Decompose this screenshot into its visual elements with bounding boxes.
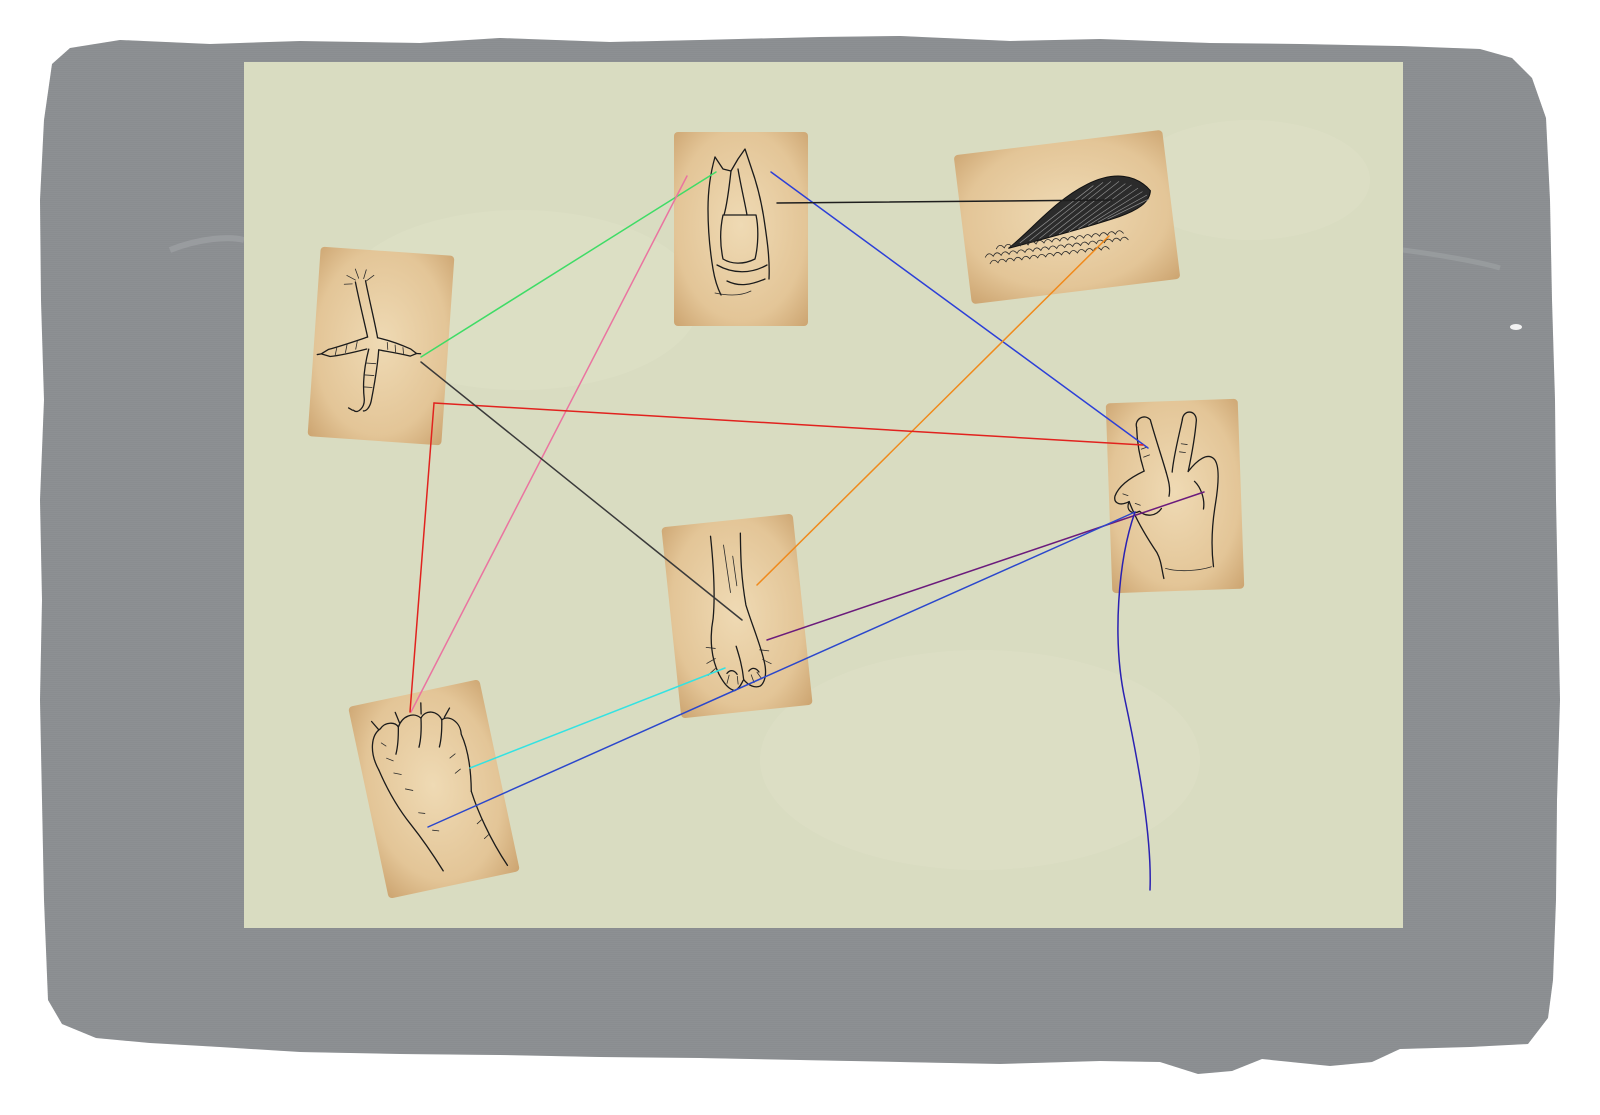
bird-foot-icon xyxy=(316,268,422,413)
string-green xyxy=(420,171,717,358)
hand-icon xyxy=(1114,411,1219,580)
string-pink xyxy=(410,175,688,713)
paw-icon xyxy=(370,702,509,872)
string-red-vertical xyxy=(409,402,435,713)
card-hand xyxy=(1105,398,1245,594)
strings xyxy=(409,171,1205,891)
string-cyan xyxy=(469,667,726,769)
card-bird-foot xyxy=(307,246,455,446)
string-black xyxy=(776,199,1113,204)
string-gray xyxy=(420,361,743,621)
string-blue-lower xyxy=(427,511,1136,828)
string-orange xyxy=(756,235,1110,586)
string-navy-loose-end xyxy=(1117,511,1151,891)
card-wing xyxy=(954,130,1180,304)
card-hoof-top xyxy=(674,132,808,326)
hoof-top-icon xyxy=(707,148,770,296)
string-purple xyxy=(766,491,1205,641)
cloven-hoof-icon xyxy=(705,532,772,692)
string-blue-upper xyxy=(770,171,1149,449)
string-red-horizontal xyxy=(433,402,1144,446)
wing-icon xyxy=(984,175,1151,265)
card-paw xyxy=(348,679,520,899)
